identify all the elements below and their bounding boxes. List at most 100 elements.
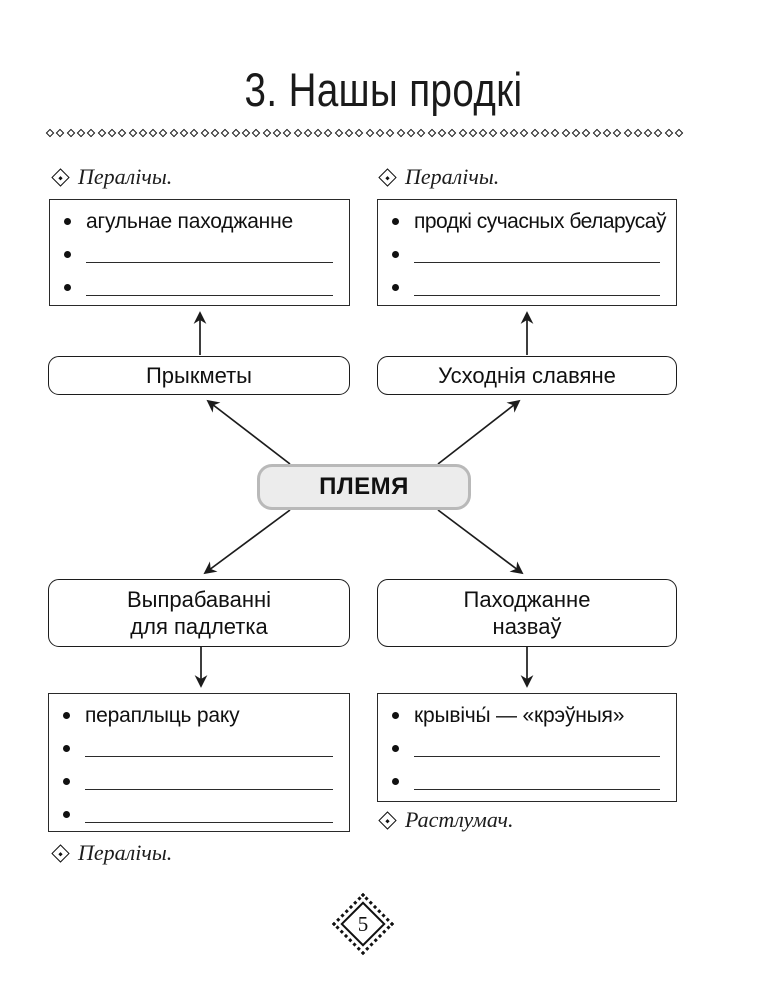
divider-diamond-glyph [117,128,127,138]
bullet-icon [392,778,399,785]
write-in-line [414,280,660,296]
divider-diamond-glyph [612,128,622,138]
center-node-label: ПЛЕМЯ [319,473,409,500]
list-box-top-left: агульнае паходжанне [49,199,350,306]
divider-diamond-glyph [623,128,632,138]
arrow-center-to-bottom-left [203,509,291,575]
divider-diamond-glyph [561,128,570,138]
branch-label-top-left: Прыкметы [48,356,350,395]
blank-line-row [392,732,664,765]
divider-diamond-glyph [654,128,663,138]
divider-diamond-glyph [664,128,673,138]
divider-diamond-glyph [262,128,271,138]
divider-diamond-glyph [489,128,498,138]
arrow-center-to-bottom-right [437,509,524,575]
divider-diamond-glyph [148,128,158,138]
divider-diamond-glyph [344,128,354,138]
bullet-icon [63,745,70,752]
write-in-line [86,247,333,263]
divider-diamond-glyph [282,128,292,138]
divider-diamond-glyph [107,128,117,138]
divider-diamond-glyph [509,128,519,138]
divider-diamond-glyph [303,128,313,138]
divider-diamond-glyph [396,128,405,138]
write-in-line [85,741,333,757]
divider-diamond-glyph [200,128,209,138]
divider-diamond-glyph [334,128,343,138]
divider-diamond-glyph [520,128,529,138]
blank-line-row [63,732,337,765]
list-item: крывічы́ — «крэўныя» [392,699,664,732]
bullet-icon [63,778,70,785]
bullet-icon [63,811,70,818]
blank-line-row [63,798,337,831]
divider-diamond-glyph [66,128,75,138]
divider-diamond-glyph [540,128,550,138]
divider-diamond-glyph [643,128,653,138]
list-item: агульнае паходжанне [64,205,337,238]
blank-line-row [392,765,664,798]
bullet-icon [392,284,399,291]
divider-diamond-glyph [592,128,601,138]
bullet-icon [392,745,399,752]
divider-diamond-glyph [272,128,282,138]
divider-diamond-glyph [293,128,302,138]
write-in-line [85,774,333,790]
list-item: продкі сучасных беларусаў [392,205,666,238]
bullet-icon [64,251,71,258]
write-in-line [86,280,333,296]
page-number-ornament: 5 [331,892,395,956]
page-number: 5 [357,911,369,936]
divider-diamond-glyph [128,128,137,138]
divider-diamond-glyph [169,128,178,138]
bullet-icon [392,251,399,258]
divider-diamond-glyph [406,128,416,138]
divider-diamond-glyph [87,128,96,138]
divider-diamond-glyph [458,128,467,138]
divider-diamond-glyph [602,128,612,138]
page-title: 3. Нашы продкі [244,63,523,116]
blank-line-row [392,238,664,271]
divider-diamond-glyph [365,128,374,138]
divider-diamond-glyph [241,128,251,138]
branch-label-bottom-left: Выпрабаванні для падлетка [48,579,350,647]
divider-diamond-glyph [417,128,426,138]
arrow-center-to-top-right [437,399,521,465]
divider-diamond-glyph [210,128,220,138]
list-box-top-right: продкі сучасных беларусаў [377,199,677,306]
divider-diamond-glyph [56,128,65,138]
divider-diamond-glyph [478,128,488,138]
divider-diamond-glyph [97,128,106,138]
branch-label-top-right: Усходнія славяне [377,356,677,395]
list-box-bottom-right: крывічы́ — «крэўныя» [377,693,677,802]
bullet-icon [392,712,399,719]
list-box-bottom-left: пераплыць раку [48,693,350,832]
list-item: пераплыць раку [63,699,337,732]
divider-diamond-glyph [468,128,478,138]
bullet-icon [392,218,399,225]
write-in-line [85,807,333,823]
prompt-label: Пералічы. [78,840,173,865]
divider-diamond-glyph [582,128,591,138]
arrow-center-to-top-left [206,399,291,465]
prompt-top-left: Пералічы. [51,164,173,189]
prompt-label: Пералічы. [78,164,173,189]
diamond-bullet-icon [378,810,397,830]
divider-diamond-glyph [45,128,55,138]
write-in-line [414,247,660,263]
divider-diamond-glyph [447,128,457,138]
divider-diamond-glyph [313,128,323,138]
write-in-line [414,741,660,757]
branch-label-bottom-right: Паходжанне назваў [377,579,677,647]
divider-ornament [45,127,684,139]
prompt-label: Пералічы. [405,164,500,189]
divider-diamond-glyph [437,128,447,138]
divider-diamond-glyph [499,128,508,138]
diamond-bullet-icon [378,167,397,187]
divider-diamond-glyph [324,128,333,138]
blank-line-row [64,238,337,271]
blank-line-row [392,271,664,304]
bullet-icon [63,712,70,719]
divider-diamond-glyph [231,128,240,138]
divider-diamond-glyph [179,128,189,138]
